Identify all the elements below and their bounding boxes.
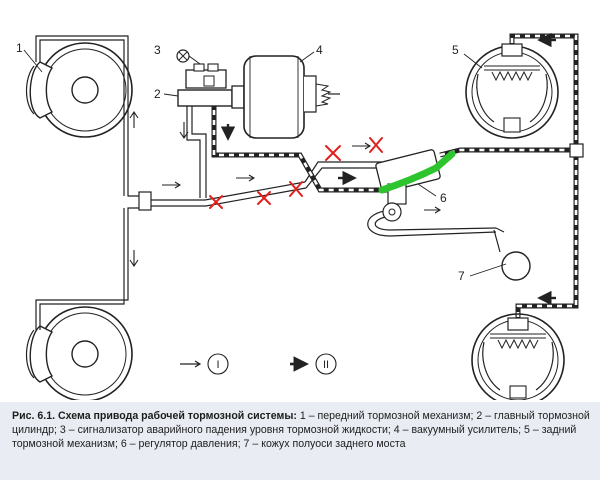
legend-circuit-two: II	[290, 353, 337, 375]
rear-brake-top	[465, 43, 559, 139]
callout-6: 6	[440, 191, 447, 205]
alarm-sensor	[176, 49, 201, 65]
callout-3: 3	[154, 43, 161, 57]
rear-brake-bottom	[471, 313, 565, 400]
circuit-two-lines	[211, 33, 579, 318]
front-brake-bottom	[25, 306, 133, 400]
front-brake-top	[25, 42, 133, 138]
red-x-marks	[209, 137, 383, 209]
caption-title: Рис. 6.1. Схема привода рабочей тормозно…	[12, 410, 297, 422]
callout-leaders	[23, 49, 507, 277]
axle-housing	[495, 227, 531, 281]
legend-circuit-one-label: I	[216, 359, 219, 371]
callout-2: 2	[154, 87, 161, 101]
figure-caption: Рис. 6.1. Схема привода рабочей тормозно…	[0, 402, 600, 480]
rear-tee-fitting	[569, 143, 584, 158]
green-highlight	[378, 150, 456, 194]
caption-body: 1 – передний тормозной механизм; 2 – гла…	[12, 410, 590, 450]
brake-system-diagram: 1 2 3 4 5 6 7 I II	[16, 32, 584, 400]
callout-4: 4	[316, 43, 323, 57]
flow-arrows-circuit-two	[220, 32, 556, 306]
front-tee-fitting	[138, 191, 152, 211]
legend-circuit-one: I	[180, 353, 229, 375]
legend-circuit-two-label: II	[323, 359, 329, 371]
master-cylinder	[177, 63, 233, 107]
callout-5: 5	[452, 43, 459, 57]
vacuum-booster	[231, 55, 340, 139]
callout-1: 1	[16, 41, 23, 55]
flow-arrows-circuit-one	[129, 111, 442, 267]
callout-7: 7	[458, 269, 465, 283]
